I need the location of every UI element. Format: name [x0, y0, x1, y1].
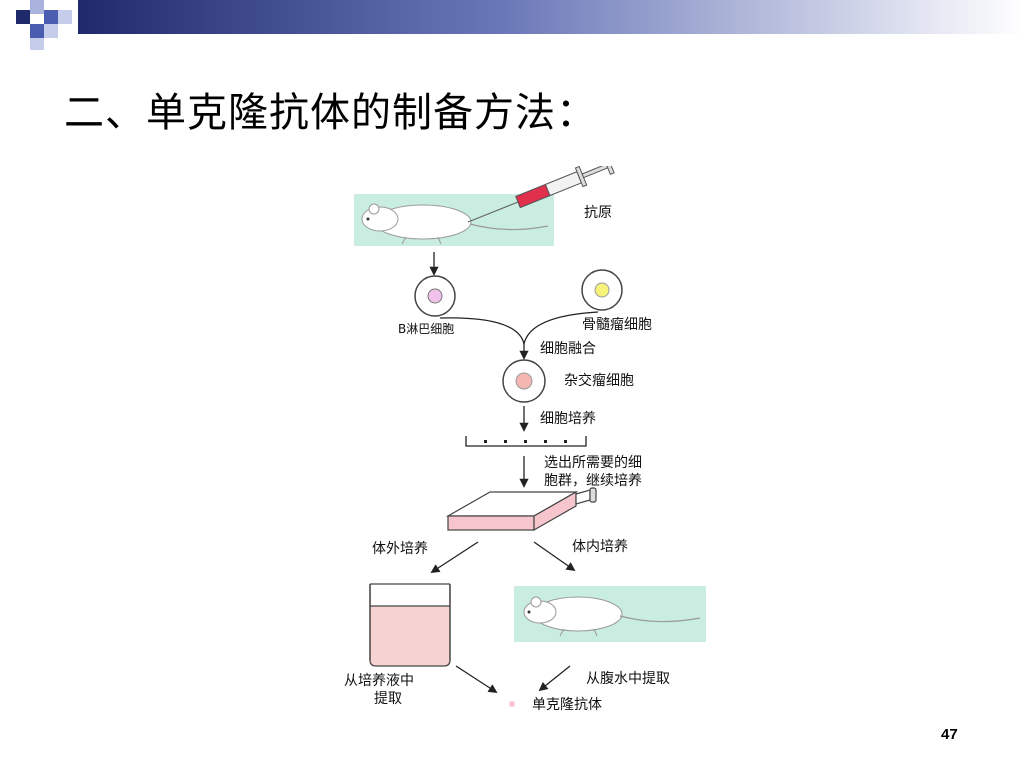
- header-square-7: [58, 0, 72, 10]
- hybridoma-cell: [502, 359, 546, 403]
- label-antigen: 抗原: [584, 205, 612, 221]
- culture-beaker: [369, 583, 451, 667]
- fusion-lines: [439, 311, 599, 345]
- label-select-line2: 胞群，继续培养: [544, 473, 642, 489]
- monoclonal-antibody-diagram: 抗原 B淋巴细胞 骨髓瘤细胞 细胞融合 杂交瘤细胞 细胞培养 选出所需要的细 胞…: [328, 166, 730, 722]
- label-from-medium-line1: 从培养液中: [344, 673, 414, 689]
- label-myeloma: 骨髓瘤细胞: [582, 317, 652, 333]
- syringe-icon: [467, 166, 615, 223]
- label-in-vivo: 体内培养: [572, 539, 628, 555]
- label-antibody: 单克隆抗体: [532, 697, 602, 713]
- header-square-3: [44, 10, 58, 24]
- antibody-dot: [509, 701, 515, 707]
- label-hybridoma: 杂交瘤细胞: [564, 373, 634, 389]
- slide-title: 二、单克隆抗体的制备方法：: [64, 90, 597, 136]
- mouse-icon-top: [361, 203, 549, 245]
- label-culture: 细胞培养: [540, 411, 596, 427]
- page-number: 47: [941, 726, 958, 743]
- label-b-lymphocyte: B淋巴细胞: [398, 322, 455, 336]
- label-from-medium-line2: 提取: [374, 691, 402, 707]
- label-fusion: 细胞融合: [540, 341, 596, 357]
- culture-flask: [445, 487, 597, 532]
- label-from-ascites: 从腹水中提取: [586, 671, 670, 687]
- header-decoration: [16, 0, 1024, 50]
- culture-plate: [465, 436, 587, 447]
- header-square-4: [30, 24, 44, 38]
- header-square-5: [44, 24, 58, 38]
- mouse-icon-bottom: [523, 596, 701, 637]
- header-square-8: [30, 38, 44, 50]
- myeloma-cell: [581, 269, 623, 311]
- label-in-vitro: 体外培养: [372, 541, 428, 557]
- b-lymphocyte-cell: [414, 275, 456, 317]
- header-square-2: [30, 0, 44, 14]
- label-select-line1: 选出所需要的细: [544, 455, 642, 471]
- header-gradient-bar: [78, 0, 1024, 34]
- header-square-6: [58, 10, 72, 24]
- diagram-graphics: [354, 166, 706, 707]
- header-square-1: [16, 10, 30, 24]
